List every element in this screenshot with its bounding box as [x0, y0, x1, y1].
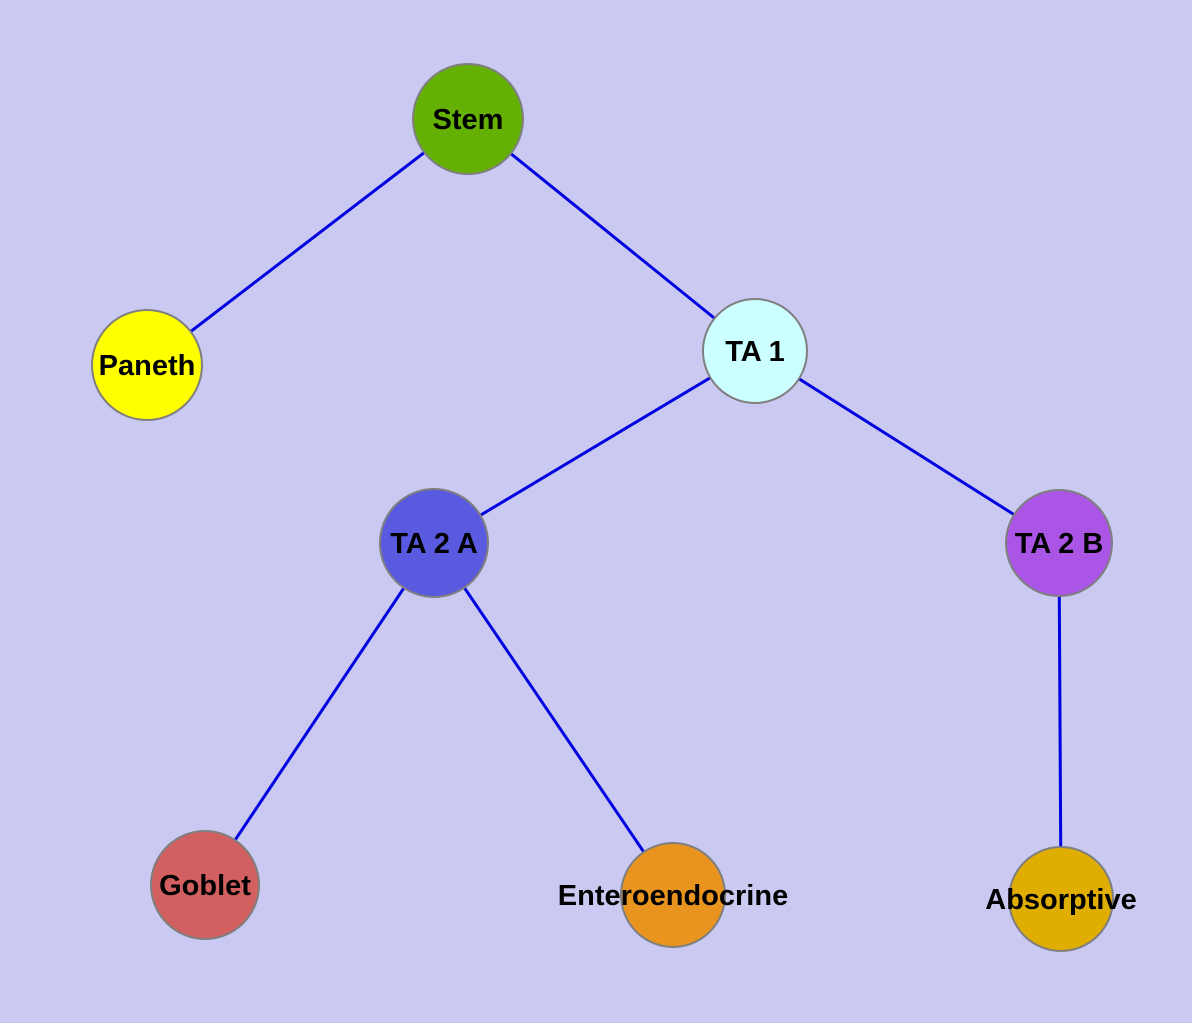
node-ta-2-a[interactable]: TA 2 A [379, 488, 489, 598]
node-ta-2-b[interactable]: TA 2 B [1005, 489, 1113, 597]
node-circle-stem[interactable] [412, 63, 524, 175]
node-stem[interactable]: Stem [412, 63, 524, 175]
node-label-stem: Stem [433, 104, 504, 136]
node-label-ta-2-a: TA 2 A [390, 528, 478, 560]
node-ta-1[interactable]: TA 1 [702, 298, 808, 404]
edge-ta-1-to-ta-2-a [433, 349, 756, 545]
edges-layer [146, 117, 1063, 900]
node-paneth[interactable]: Paneth [91, 309, 203, 421]
edge-stem-to-ta-1 [467, 117, 756, 353]
edge-ta-2-a-to-goblet [203, 542, 436, 886]
edge-ta-1-to-ta-2-b [754, 349, 1060, 545]
node-goblet[interactable]: Goblet [150, 830, 260, 940]
node-label-enteroendocrine: Enteroendocrine [558, 880, 788, 912]
node-enteroendocrine[interactable]: Enteroendocrine [558, 842, 788, 948]
edge-ta-2-b-to-absorptive [1057, 542, 1063, 900]
node-circle-ta-2-a[interactable] [379, 488, 489, 598]
node-circle-ta-1[interactable] [702, 298, 808, 404]
node-circle-enteroendocrine[interactable] [620, 842, 726, 948]
node-label-absorptive: Absorptive [985, 884, 1136, 916]
edge-stem-to-paneth [146, 117, 469, 367]
node-absorptive[interactable]: Absorptive [985, 846, 1137, 952]
edge-ta-2-a-to-enteroendocrine [432, 542, 675, 896]
node-circle-ta-2-b[interactable] [1005, 489, 1113, 597]
node-circle-paneth[interactable] [91, 309, 203, 421]
node-label-ta-1: TA 1 [725, 336, 785, 368]
node-circle-absorptive[interactable] [1008, 846, 1114, 952]
node-label-goblet: Goblet [159, 870, 251, 902]
node-circle-goblet[interactable] [150, 830, 260, 940]
node-label-paneth: Paneth [99, 350, 196, 382]
node-label-ta-2-b: TA 2 B [1015, 528, 1104, 560]
